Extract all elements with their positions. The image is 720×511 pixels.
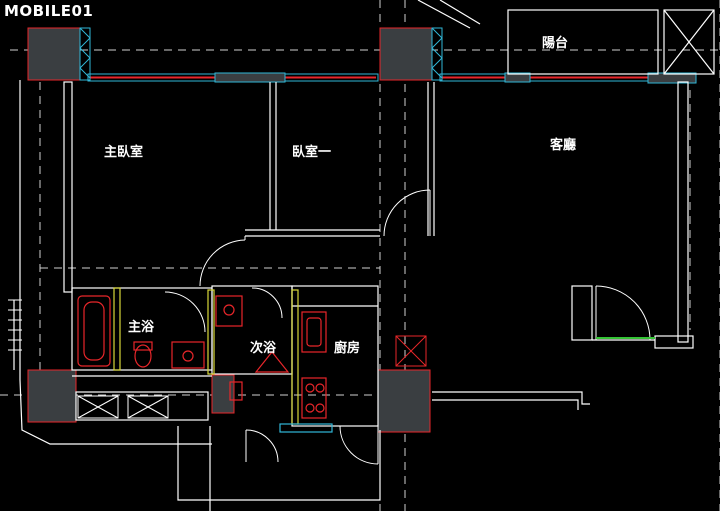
label-living-room: 客廳 (550, 138, 577, 153)
shafts (79, 27, 443, 81)
label-second-bath: 次浴 (250, 341, 277, 356)
doors (164, 189, 651, 465)
label-kitchen: 廚房 (334, 341, 361, 356)
laundry-units (77, 335, 427, 419)
label-balcony: 陽台 (542, 36, 569, 51)
label-master-bedroom: 主臥室 (104, 145, 144, 160)
label-bedroom-one: 臥室一 (292, 145, 332, 160)
partitions (113, 287, 655, 433)
columns (27, 27, 433, 433)
walls (13, 0, 715, 511)
fixtures (77, 295, 327, 419)
watermark-logo: MOBILE01 (4, 2, 94, 20)
stairs (8, 299, 22, 351)
windows (87, 72, 697, 84)
label-master-bath: 主浴 (128, 320, 155, 335)
